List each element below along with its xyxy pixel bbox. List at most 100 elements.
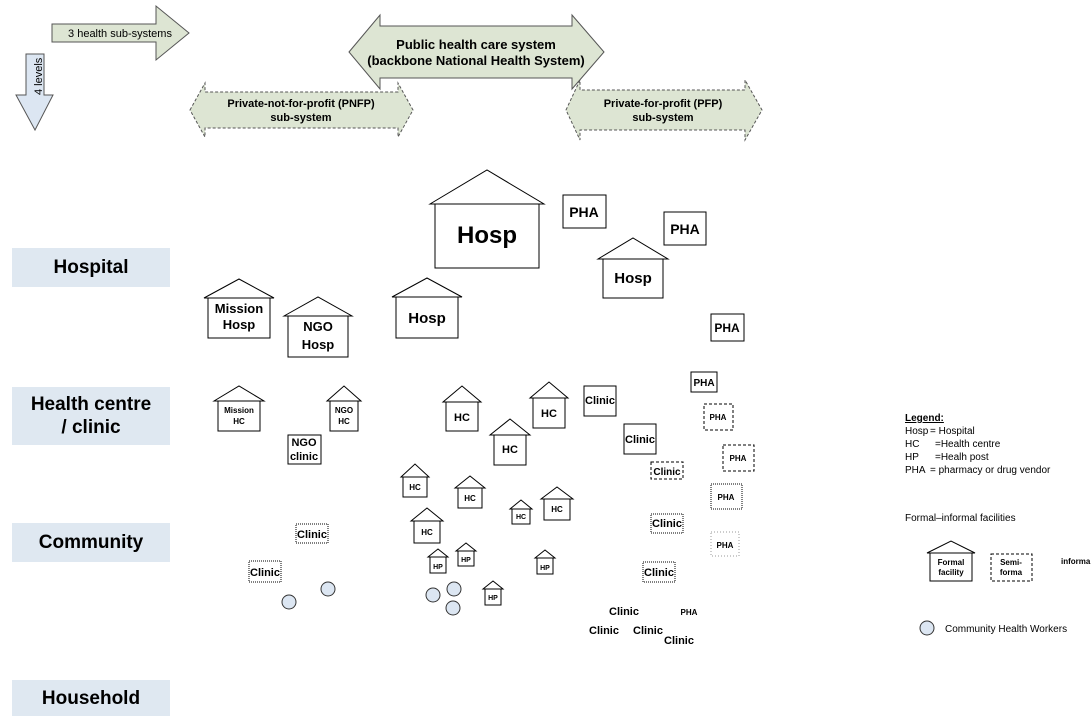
ngo-hc-label-2: HC: [338, 417, 350, 426]
health-centre: HC: [441, 385, 483, 432]
pfp-arrow: Private-for-profit (PFP) sub-system: [565, 78, 763, 142]
pfp-label-line2: sub-system: [632, 112, 693, 124]
chw-circle: [425, 587, 441, 603]
health-post: HP: [533, 549, 557, 575]
pha-label: PHA: [714, 321, 740, 335]
pha-label: PHA: [693, 378, 714, 389]
health-centre: HC: [453, 475, 487, 509]
clinic-label: Clinic: [250, 567, 280, 579]
clinic-box-semi-formal: Clinic: [650, 513, 684, 534]
level-household: Household: [12, 680, 170, 716]
health-centre: HC: [539, 486, 575, 521]
public-label-line1: Public health care system: [396, 37, 556, 52]
mission-hc-label-2: HC: [233, 417, 245, 426]
legend-hp-abbr: HP: [905, 452, 919, 463]
health-centre: HC: [488, 418, 532, 466]
informal-clinic: Clinic: [589, 625, 619, 637]
hc-label: HC: [516, 514, 526, 521]
pnfp-arrow: Private-not-for-profit (PNFP) sub-system: [189, 81, 414, 139]
public-hospital-district: Hosp: [391, 277, 463, 339]
hp-label: HP: [488, 595, 498, 602]
hosp-label: Hosp: [457, 222, 517, 249]
informal-pha: PHA: [681, 608, 698, 617]
legend-formal-informal: Formal–informal facilities: [905, 513, 1016, 524]
pha-box: PHA: [710, 313, 745, 342]
mission-hosp-label-2: Hosp: [223, 317, 256, 332]
ngo-health-centre: NGO HC: [325, 385, 363, 432]
hp-label: HP: [540, 565, 550, 572]
informal-clinic: Clinic: [664, 635, 694, 647]
ngo-hosp-label-1: NGO: [303, 319, 333, 334]
pha-label: PHA: [569, 204, 599, 220]
pfp-label-line1: Private-for-profit (PFP): [604, 98, 723, 110]
level-community: Community: [12, 523, 170, 562]
legend-semi-label-2: forma: [1000, 568, 1023, 577]
clinic-box: Clinic: [623, 423, 657, 455]
legend-chw-icon: [919, 620, 935, 636]
legend-chw-label: Community Health Workers: [945, 624, 1067, 635]
pha-label: PHA: [718, 493, 735, 502]
chw-circle: [320, 581, 336, 597]
informal-clinic: Clinic: [609, 606, 639, 618]
health-centre: HC: [508, 499, 534, 525]
hosp-label: Hosp: [614, 270, 652, 287]
ngo-hosp-label-2: Hosp: [302, 337, 335, 352]
hc-label: HC: [454, 412, 470, 424]
hc-label: HC: [421, 528, 433, 537]
ngo-clinic: NGO clinic: [287, 434, 322, 465]
clinic-label: Clinic: [625, 434, 655, 446]
mission-hc-label-1: Mission: [224, 406, 254, 415]
legend-informal-label: informa: [1061, 557, 1091, 566]
legend: Legend: Hosp = Hospital HC =Health centr…: [905, 413, 1091, 636]
chw-circle: [446, 581, 462, 597]
clinic-box-semi-formal: Clinic: [650, 461, 684, 480]
legend-semi-label-1: Semi-: [1000, 558, 1022, 567]
legend-formal-box: [929, 552, 973, 582]
pha-label: PHA: [710, 413, 727, 422]
legend-hc-abbr: HC: [905, 439, 919, 450]
levels-label: 4 levels: [33, 57, 45, 95]
public-label-line2: (backbone National Health System): [367, 53, 584, 68]
health-centre: HC: [528, 381, 570, 429]
mission-hosp-label-1: Mission: [215, 301, 263, 316]
legend-title: Legend:: [905, 413, 944, 424]
hc-label: HC: [502, 444, 518, 456]
chw-circle: [445, 600, 461, 616]
mission-health-centre: Mission HC: [212, 385, 266, 432]
private-hospital: Hosp: [596, 237, 670, 299]
clinic-label: Clinic: [297, 529, 327, 541]
hosp-label: Hosp: [408, 310, 446, 327]
informal-clinic: Clinic: [633, 625, 663, 637]
hp-label: HP: [433, 564, 443, 571]
pnfp-label-line2: sub-system: [270, 112, 331, 124]
clinic-label: Clinic: [652, 518, 682, 530]
legend-hp-def: =Healh post: [935, 452, 989, 463]
pha-box: PHA: [562, 194, 607, 229]
clinic-label: Clinic: [585, 395, 615, 407]
health-centre: HC: [409, 507, 445, 544]
legend-hc-def: =Health centre: [935, 439, 1001, 450]
clinic-box: Clinic: [583, 385, 617, 417]
pha-box: PHA: [690, 371, 718, 393]
legend-formal-label-2: facility: [938, 568, 964, 577]
mission-hospital: Mission Hosp: [203, 278, 275, 339]
legend-hosp-abbr: Hosp: [905, 426, 929, 437]
hc-label: HC: [464, 494, 476, 503]
hc-label: HC: [409, 483, 421, 492]
clinic-box-semi-formal: Clinic: [295, 523, 329, 544]
levels-arrow: 4 levels: [15, 53, 54, 132]
hc-label: HC: [551, 505, 563, 514]
health-post: HP: [426, 548, 450, 574]
legend-pha-abbr: PHA: [905, 465, 926, 476]
health-post: HP: [454, 542, 478, 567]
hc-label: HC: [541, 408, 557, 420]
pnfp-label-line1: Private-not-for-profit (PNFP): [227, 98, 375, 110]
level-health-centre: Health centre/ clinic: [12, 387, 170, 445]
public-health-arrow: Public health care system (backbone Nati…: [348, 13, 605, 91]
level-hospital: Hospital: [12, 248, 170, 287]
clinic-label: Clinic: [644, 567, 674, 579]
pha-box-semi-formal: PHA: [722, 444, 755, 472]
subsystems-arrow: 3 health sub-systems: [51, 4, 190, 62]
public-hospital-large: Hosp: [428, 169, 546, 269]
